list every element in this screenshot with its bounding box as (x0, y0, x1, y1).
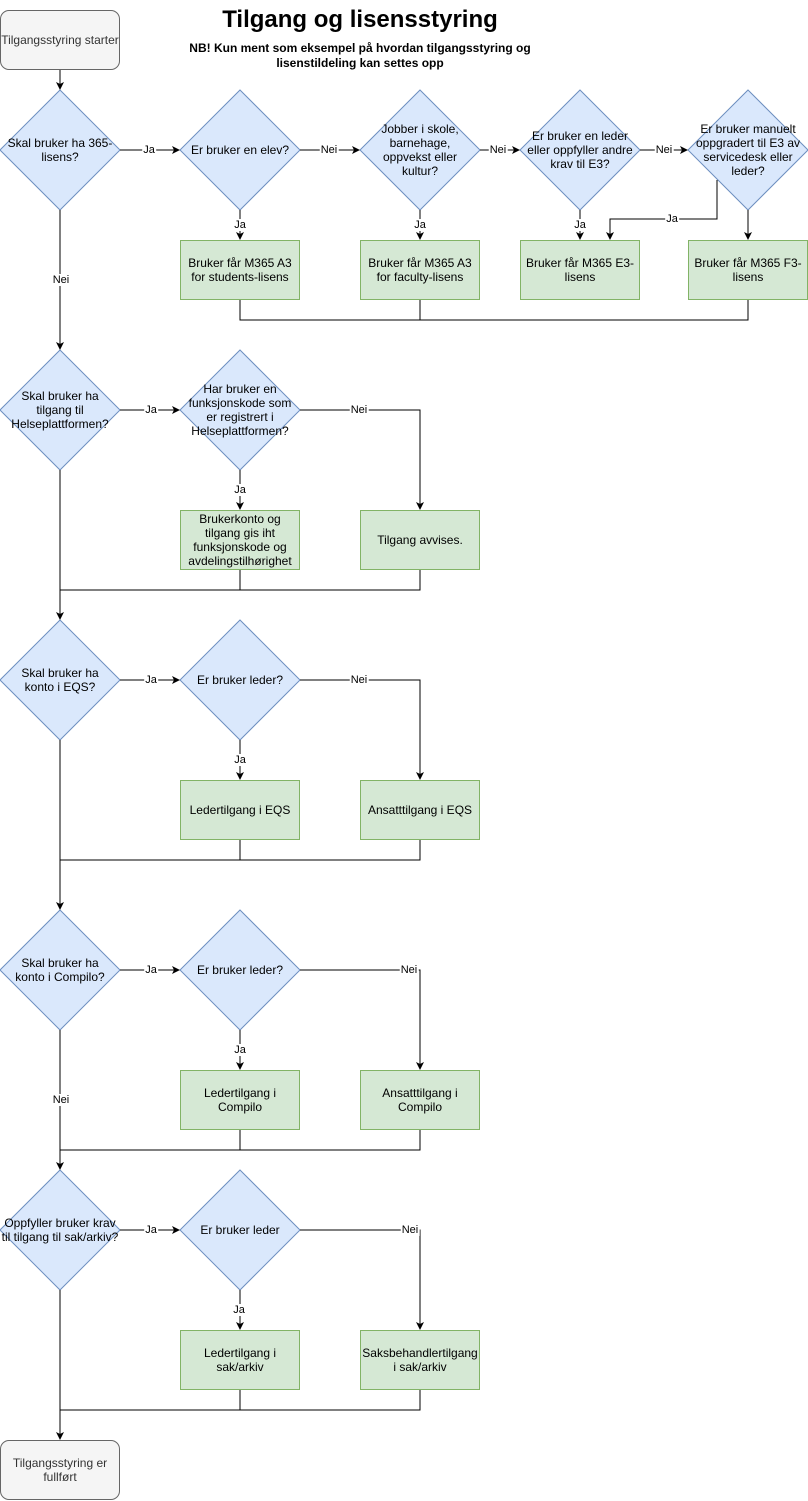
edge-label-yes: Ja (232, 1304, 246, 1316)
edge-label-no: Nei (399, 964, 419, 976)
decision-eqs-leader: Er bruker leder? (196, 673, 284, 687)
diagram-title: Tilgang og lisensstyring (222, 6, 498, 33)
result-a3-students: Bruker får M365 A3 for students-lisens (180, 240, 300, 300)
edge-label-yes: Ja (413, 219, 427, 231)
edge-label-no: Nei (51, 274, 71, 286)
result-eqs-employee: Ansatttilgang i EQS (360, 780, 480, 840)
edge-label-no: Nei (349, 674, 369, 686)
edge-label-yes: Ja (573, 219, 587, 231)
decision-compilo-account: Skal bruker ha konto i Compilo? (15, 956, 105, 984)
result-compilo-employee: Ansatttilgang i Compilo (360, 1070, 480, 1130)
diagram-subtitle: NB! Kun ment som eksempel på hvordan til… (189, 41, 531, 70)
connector-line (300, 969, 424, 1070)
result-eqs-leader: Ledertilgang i EQS (180, 780, 300, 840)
decision-function-code: Har bruker en funksjonskode som er regis… (188, 382, 292, 438)
result-a3-faculty: Bruker får M365 A3 for faculty-lisens (360, 240, 480, 300)
edge-label-no: Nei (488, 144, 508, 156)
edge-label-yes: Ja (144, 964, 158, 976)
edge-label-no: Nei (349, 404, 369, 416)
connector-line (606, 180, 718, 240)
decision-is-student: Er bruker en elev? (190, 143, 290, 157)
edge-label-yes: Ja (233, 219, 247, 231)
decision-compilo-leader: Er bruker leder? (196, 963, 284, 977)
connector-line (300, 409, 424, 510)
result-compilo-leader: Ledertilgang i Compilo (180, 1070, 300, 1130)
connector-line (239, 570, 421, 591)
edge-label-yes: Ja (233, 1044, 247, 1056)
result-sak-case: Saksbehandlertilgang i sak/arkiv (360, 1330, 480, 1390)
edge-label-yes: Ja (233, 484, 247, 496)
result-hp-access: Brukerkonto og tilgang gis iht funksjons… (180, 510, 300, 570)
edge-label-no: Nei (51, 1094, 71, 1106)
decision-sak-leader: Er bruker leder (200, 1223, 280, 1237)
decision-helseplattformen: Skal bruker ha tilgang til Helseplattfor… (11, 389, 109, 431)
connector-line (239, 1390, 421, 1411)
connector-line (300, 1229, 424, 1330)
result-f3: Bruker får M365 F3-lisens (688, 240, 808, 300)
edge-label-yes: Ja (665, 213, 679, 225)
edge-label-yes: Ja (144, 1224, 158, 1236)
start-terminal: Tilgangsstyring starter (0, 10, 120, 70)
decision-eqs-account: Skal bruker ha konto i EQS? (21, 666, 99, 694)
decision-sak-arkiv: Oppfyller bruker krav til tilgang til sa… (1, 1216, 119, 1244)
result-sak-leader: Ledertilgang i sak/arkiv (180, 1330, 300, 1390)
edge-label-no: Nei (319, 144, 339, 156)
end-terminal: Tilgangsstyring er fullført (0, 1440, 120, 1500)
connector-line (239, 840, 421, 861)
edge-label-yes: Ja (142, 144, 156, 156)
edge-label-yes: Ja (144, 404, 158, 416)
connector-line (239, 300, 749, 321)
decision-leader-e3: Er bruker en leder eller oppfyller andre… (527, 129, 633, 171)
edge-label-yes: Ja (233, 754, 247, 766)
decision-manually-upgraded: Er bruker manuelt oppgradert til E3 av s… (695, 122, 801, 178)
edge-label-yes: Ja (144, 674, 158, 686)
connector-line (300, 679, 424, 780)
edge-label-no: Nei (400, 1224, 420, 1236)
decision-365-license: Skal bruker ha 365-lisens? (7, 136, 113, 164)
result-e3: Bruker får M365 E3-lisens (520, 240, 640, 300)
edge-label-no: Nei (654, 144, 674, 156)
decision-works-in-school: Jobber i skole, barnehage, oppvekst elle… (381, 122, 459, 178)
result-hp-denied: Tilgang avvises. (360, 510, 480, 570)
connector-line (239, 1130, 421, 1151)
